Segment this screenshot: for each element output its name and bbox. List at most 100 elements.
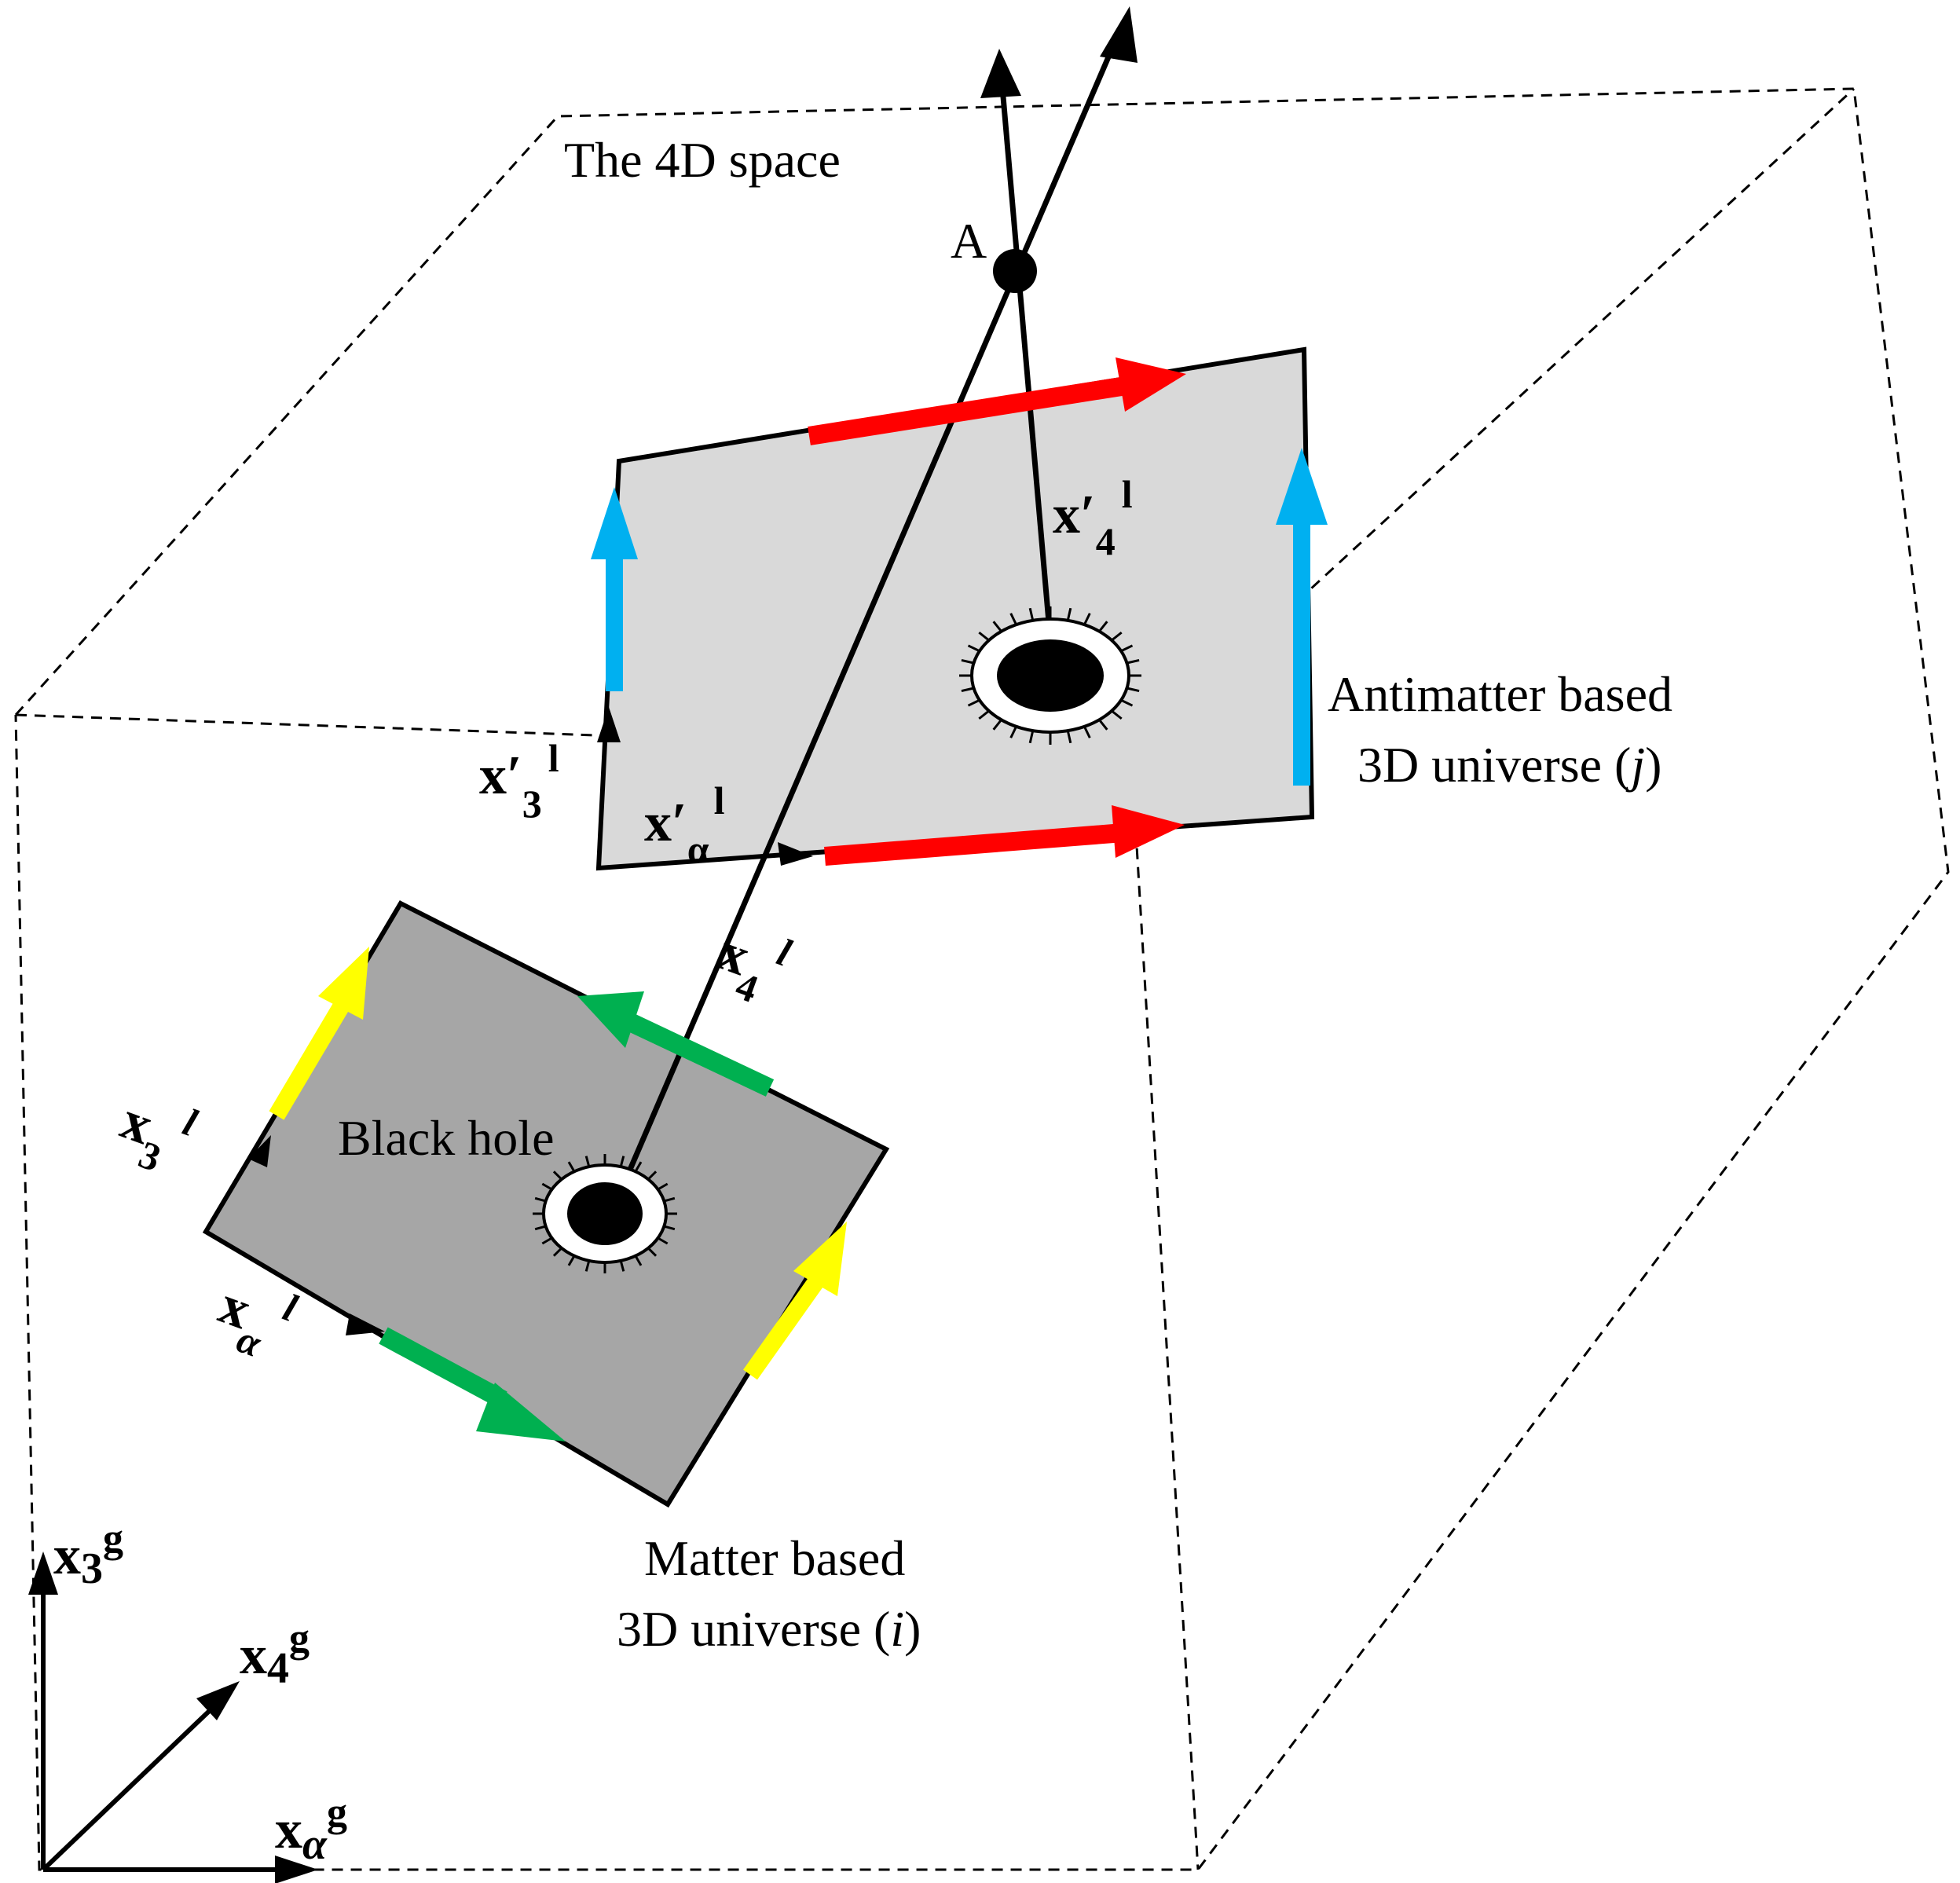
event-horizon-tick [978, 631, 990, 642]
event-horizon-tick [584, 1260, 591, 1272]
event-horizon-ticks [533, 1154, 677, 1273]
matter-universe-label-line2: 3D universe (i) [617, 1601, 921, 1657]
event-horizon-tick [1009, 613, 1017, 625]
event-horizon-tick [1120, 698, 1134, 707]
event-horizon-tick [1083, 613, 1091, 625]
matter-universe-index: i [890, 1601, 904, 1657]
event-horizon-tick [541, 1182, 553, 1191]
event-horizon-tick [1120, 644, 1134, 653]
xalpha-prime-sub: α [687, 827, 709, 871]
red-arrow-top-shaft [808, 376, 1133, 445]
point-a-label: A [951, 213, 987, 269]
event-horizon-tick [634, 1255, 643, 1266]
xalpha-prime-axis-arrowhead [778, 842, 813, 866]
global-x4-axis-line [41, 1698, 222, 1872]
xalpha-axis-arrowhead [346, 1313, 385, 1335]
red-arrows [808, 357, 1186, 866]
x4-local-axis-line [610, 30, 1123, 1211]
x3-prime-local-label: x′3l [479, 736, 559, 826]
x4-prime-sub: 4 [1096, 519, 1116, 563]
matter-universe-label-suffix: ) [904, 1601, 921, 1657]
global-x4-base: x [240, 1625, 267, 1686]
global-xalpha-base: x [275, 1800, 302, 1860]
red-arrow-bottom-shaft [824, 823, 1124, 866]
event-horizon-tick [961, 687, 974, 693]
yellow-arrow-right-shaft [743, 1275, 824, 1380]
x4-sup: l [771, 929, 797, 974]
event-horizon-tick [647, 1247, 658, 1257]
yellow-arrow-left-head [318, 947, 369, 1020]
event-horizon-tick [567, 1255, 576, 1266]
event-horizon-tick [552, 1247, 562, 1257]
global-x4-label: x4g [240, 1616, 310, 1693]
event-horizon-tick [1009, 726, 1017, 738]
yellow-arrows [269, 947, 847, 1380]
black-hole-label: Black hole [338, 1110, 554, 1166]
x3-prime-axis-arrowhead [597, 707, 621, 742]
global-x3-sub: 3 [81, 1544, 103, 1593]
event-horizon-tick [1028, 607, 1035, 621]
global-xalpha-sup: g [327, 1790, 347, 1835]
four-d-space-title: The 4D space [564, 132, 841, 188]
global-x3-base: x [53, 1526, 81, 1586]
event-horizon-tick [1098, 621, 1108, 632]
antimatter-universe-label-line2: 3D universe (j) [1357, 737, 1661, 793]
box-edge-back-right [1130, 87, 1856, 756]
event-horizon-tick [534, 1196, 547, 1203]
global-x3-arrowhead [28, 1551, 58, 1595]
red-arrow-bottom-head [1112, 805, 1185, 858]
antimatter-universe-label-line1: Antimatter based [1328, 666, 1672, 722]
global-x4-sup: g [289, 1616, 310, 1661]
x4-local-label: x4l [705, 911, 797, 1018]
yellow-arrow-left-shaft [269, 1001, 350, 1120]
event-horizon-tick [1127, 658, 1140, 665]
antimatter-universe-label-suffix: ) [1645, 737, 1661, 793]
event-horizon-ticks [959, 606, 1141, 745]
matter-universe-label-line1: Matter based [644, 1530, 905, 1586]
antimatter-black-hole [959, 606, 1141, 745]
event-horizon-tick [1066, 730, 1072, 744]
global-x4-arrowhead [196, 1681, 240, 1720]
x3-local-label: x3l [108, 1080, 203, 1188]
event-horizon-tick [1028, 730, 1035, 744]
xalpha-sup: l [278, 1285, 303, 1330]
event-horizon-tick [1066, 607, 1072, 621]
black-hole-core-icon [567, 1182, 643, 1245]
event-horizon-tick [1083, 726, 1091, 738]
xalpha-prime-local-label: x′αl [644, 778, 725, 871]
global-x3-sup: g [103, 1516, 123, 1561]
global-x3-label: x3g [53, 1516, 123, 1593]
x4-prime-base: x′ [1053, 485, 1096, 545]
green-arrow-top-shaft [624, 1013, 775, 1097]
antimatter-universe-label-prefix: 3D universe ( [1357, 737, 1631, 793]
event-horizon-tick [978, 709, 990, 720]
matter-universe-label-prefix: 3D universe ( [617, 1601, 890, 1657]
event-horizon-tick [534, 1225, 547, 1231]
x3-prime-sup: l [548, 736, 559, 780]
blue-arrows [591, 448, 1328, 786]
event-horizon-tick [619, 1156, 625, 1167]
xalpha-prime-sup: l [714, 778, 725, 822]
green-arrow-bottom-head [476, 1383, 566, 1442]
event-horizon-tick [961, 658, 974, 665]
matter-black-hole [533, 1154, 677, 1273]
antimatter-universe-plane [595, 346, 1315, 871]
x3-prime-sub: 3 [522, 782, 542, 826]
event-horizon-tick [1127, 687, 1140, 693]
black-hole-core-icon [997, 639, 1104, 712]
event-horizon-tick [663, 1225, 676, 1231]
event-horizon-tick [619, 1260, 625, 1272]
global-axes [41, 1583, 302, 1872]
x4-prime-axis-line [998, 78, 1053, 641]
event-horizon-tick [647, 1170, 658, 1181]
event-horizon-tick [967, 698, 980, 707]
event-horizon-tick [992, 719, 1002, 731]
event-horizon-tick [967, 644, 980, 653]
event-horizon-tick [552, 1170, 562, 1181]
green-arrow-top-head [577, 991, 644, 1048]
event-horizon-tick [584, 1156, 591, 1167]
event-horizon-tick [992, 621, 1002, 632]
x4-axis-arrowhead [1100, 6, 1138, 63]
blue-arrow-right-head [1276, 448, 1328, 525]
